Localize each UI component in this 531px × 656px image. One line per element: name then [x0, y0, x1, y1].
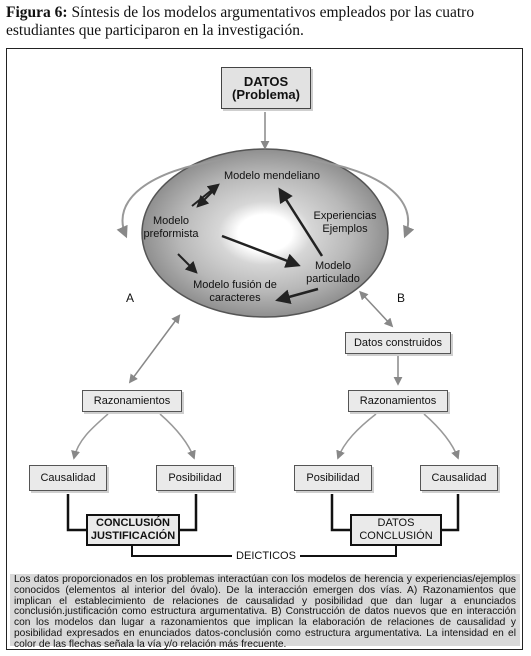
deicticos-label: DEICTICOS — [236, 550, 296, 562]
label-b: B — [396, 291, 405, 305]
causalidad-right-box: Causalidad — [420, 465, 498, 491]
connector-right-2 — [442, 494, 460, 532]
label-preformista-line2: preformista — [143, 228, 199, 240]
connector-left — [66, 494, 86, 532]
arrow-raz-left-posibilidad — [159, 413, 196, 460]
label-experiencias: Experiencias Ejemplos — [305, 210, 385, 236]
arc-left — [116, 159, 223, 239]
figure-note: Los datos proporcionados en los problema… — [10, 574, 520, 650]
label-fusion-line2: caracteres — [209, 292, 261, 304]
conclusion-justificacion-box: CONCLUSIÓN JUSTIFICACIÓN — [86, 514, 180, 546]
razonamientos-left-box: Razonamientos — [82, 390, 182, 412]
arrow-oval-razonamientos-left — [128, 314, 181, 384]
arrow-preformista-fusion — [177, 253, 198, 274]
datos-problema-box: DATOS (Problema) — [221, 67, 311, 109]
datos-title: DATOS — [243, 74, 289, 89]
label-modelo-preformista: Modelo preformista — [138, 215, 204, 241]
caption-text: Síntesis de los modelos argumentativos e… — [6, 4, 475, 39]
datos-conclusion-box: DATOS CONCLUSIÓN — [350, 514, 442, 546]
arrow-raz-right-posibilidad — [336, 413, 377, 460]
label-particulado-line2: particulado — [306, 273, 360, 285]
label-experiencias-line2: Ejemplos — [322, 223, 368, 235]
figure-caption: Figura 6: Síntesis de los modelos argume… — [6, 4, 526, 40]
label-a: A — [125, 291, 134, 305]
connector-right — [330, 494, 350, 532]
arrow-raz-left-causalidad — [71, 413, 109, 460]
label-experiencias-line1: Experiencias — [313, 210, 377, 222]
label-preformista-line1: Modelo — [152, 215, 190, 227]
arrow-particulado-fusion — [275, 287, 319, 305]
arc-right — [309, 159, 415, 239]
arrow-raz-right-causalidad — [423, 413, 460, 460]
conclusion-right-line1: DATOS — [377, 517, 415, 529]
datos-construidos-box: Datos construidos — [345, 332, 451, 354]
label-modelo-particulado: Modelo particulado — [298, 260, 368, 286]
label-modelo-mendeliano: Modelo mendeliano — [223, 170, 320, 182]
connector-left-2 — [180, 494, 198, 532]
razonamientos-right-box: Razonamientos — [348, 390, 448, 412]
label-modelo-fusion: Modelo fusión de caracteres — [180, 279, 290, 305]
diagram-frame — [6, 48, 523, 650]
deicticos-line-left — [131, 546, 232, 557]
caption-prefix: Figura 6: — [6, 4, 68, 21]
label-fusion-line1: Modelo fusión de — [193, 279, 277, 291]
arrow-preformista-particulado — [221, 234, 301, 268]
arrow-mendeliano-preformista — [196, 191, 213, 208]
conclusion-left-line2: JUSTIFICACIÓN — [90, 530, 176, 542]
conclusion-right-line2: CONCLUSIÓN — [359, 530, 433, 542]
datos-subtitle: (Problema) — [232, 87, 300, 102]
arrow-oval-datos-construidos — [359, 290, 394, 328]
posibilidad-right-box: Posibilidad — [294, 465, 372, 491]
causalidad-left-box: Causalidad — [29, 465, 107, 491]
deicticos-line-right — [300, 546, 397, 557]
arrow-particulado-mendeliano — [278, 187, 324, 257]
conclusion-left-line1: CONCLUSIÓN — [96, 517, 170, 529]
posibilidad-left-box: Posibilidad — [156, 465, 234, 491]
label-particulado-line1: Modelo — [314, 260, 352, 272]
